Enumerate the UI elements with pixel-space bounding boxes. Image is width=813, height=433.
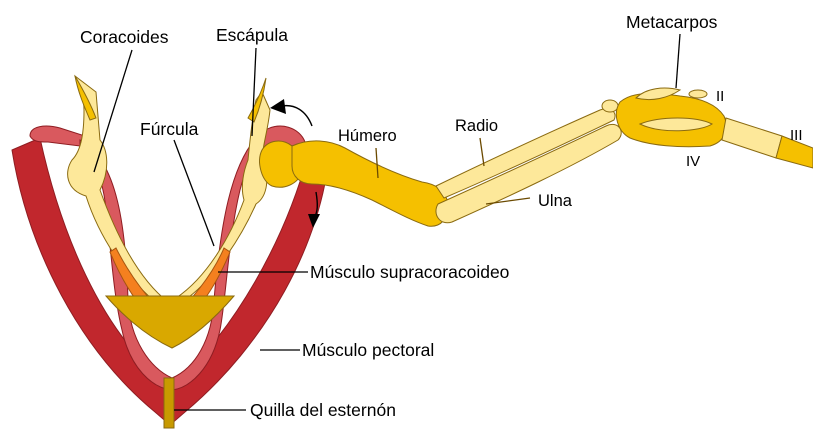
label-escapula: Escápula — [216, 25, 288, 45]
label-metacarpos: Metacarpos — [626, 12, 718, 32]
label-digit-iii: III — [790, 127, 803, 144]
label-digit-iv: IV — [686, 153, 700, 170]
up-arrow-curve — [282, 106, 312, 126]
label-furcula: Fúrcula — [140, 119, 199, 139]
label-quilla: Quilla del esternón — [250, 400, 396, 420]
label-ulna: Ulna — [538, 192, 573, 210]
label-supracoracoideo: Músculo supracoracoideo — [310, 262, 509, 282]
label-humero: Húmero — [338, 127, 397, 145]
keel-bone — [164, 378, 174, 428]
radio-leader — [480, 138, 484, 166]
phalanx-proximal — [722, 118, 782, 158]
metacarpos-leader — [676, 34, 680, 88]
up-arrow-icon — [270, 99, 286, 114]
furcula-leader — [174, 140, 214, 246]
coracoides-leader — [94, 50, 132, 172]
digit-ii-bone — [689, 90, 707, 98]
label-digit-ii: II — [716, 88, 724, 105]
label-radio: Radio — [455, 117, 498, 135]
carpal-bone — [602, 100, 618, 112]
label-coracoides: Coracoides — [80, 27, 169, 47]
label-pectoral: Músculo pectoral — [302, 340, 434, 360]
